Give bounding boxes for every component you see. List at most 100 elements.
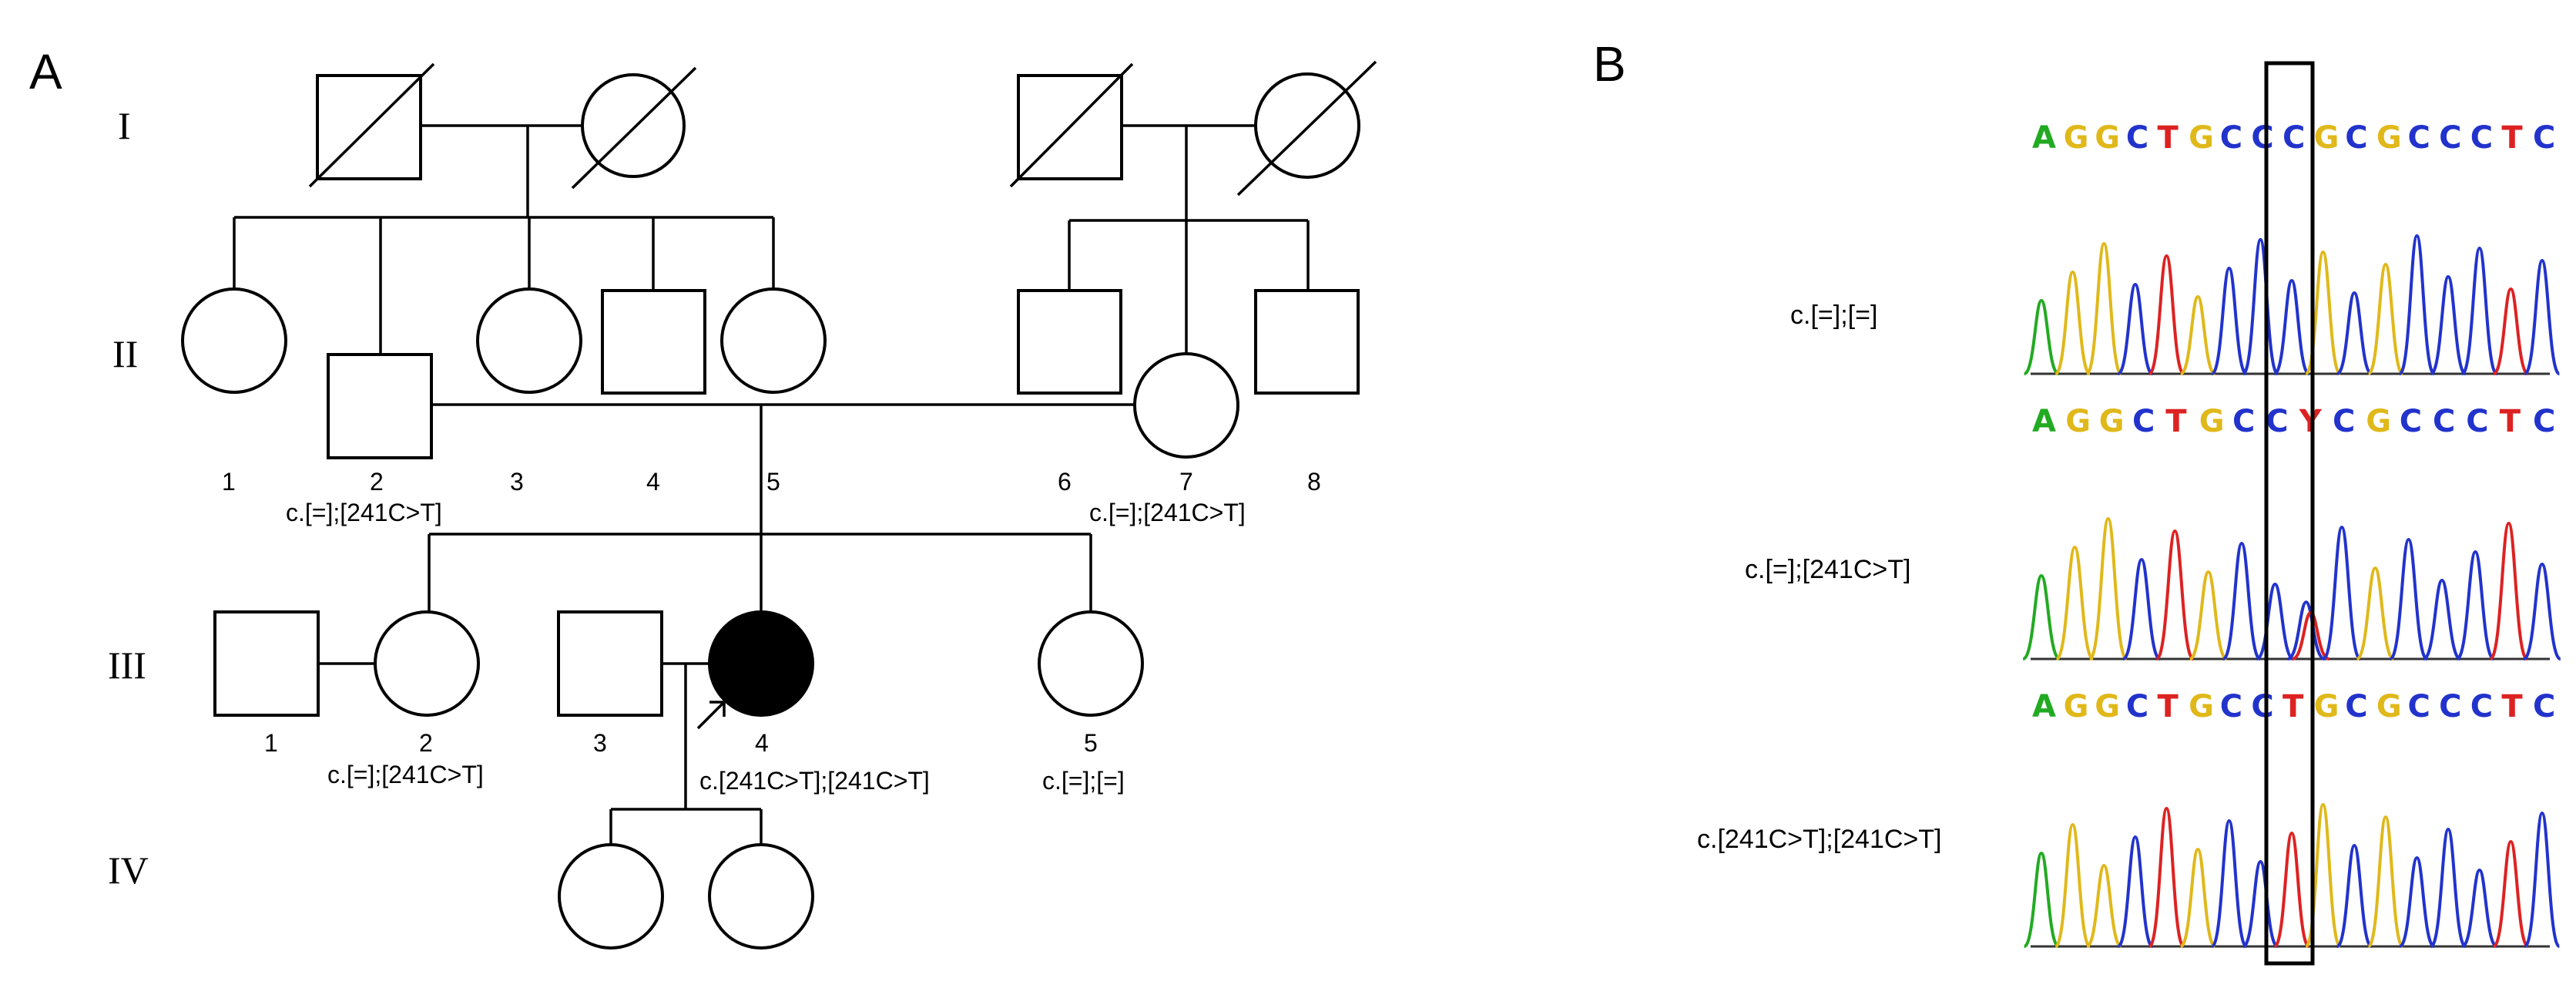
chromatogram-peak <box>2272 278 2311 375</box>
female-ii5 <box>720 287 827 394</box>
base-call-letter: C <box>2345 120 2367 156</box>
chromatogram-peak <box>2398 234 2436 375</box>
male-iii3 <box>557 610 663 717</box>
male-ii2 <box>327 353 433 459</box>
chromatogram-peak <box>2148 254 2185 375</box>
genotype-heterozygous-label: c.[=];[241C>T] <box>1745 555 1910 584</box>
chromatogram-traces <box>2022 234 2561 948</box>
deceased-slash <box>1236 60 1377 197</box>
male-ii8 <box>1254 289 1360 395</box>
chromatogram-peak <box>2210 818 2249 948</box>
genotype-iii5: c.[=];[=] <box>1042 767 1125 795</box>
sequencing-panel: B c.[=];[=] c.[=];[241C>T] c.[241C>T];[2… <box>1593 36 2561 966</box>
female-ii7 <box>1133 352 1239 459</box>
base-call-letter: G <box>2189 689 2214 724</box>
base-call-letter: C <box>2533 689 2555 724</box>
genotype-homozygous-label: c.[241C>T];[241C>T] <box>1697 825 1942 854</box>
individual-number: 6 <box>1058 468 1072 496</box>
panel-a-letter: A <box>29 44 62 99</box>
base-call-letter: G <box>2314 120 2340 156</box>
base-call-letter: C <box>2220 120 2242 156</box>
base-call-letter: G <box>2376 120 2402 156</box>
individual-number: 5 <box>766 468 780 496</box>
individual-number: 2 <box>419 729 433 757</box>
base-call-letter: G <box>2376 689 2402 724</box>
chromatogram-peak <box>2155 529 2195 660</box>
chromatogram-peak <box>2492 287 2529 375</box>
base-call-letter: C <box>2126 120 2148 156</box>
chromatogram-peak <box>2242 859 2279 948</box>
chromatogram-peak <box>2356 566 2395 660</box>
base-call-letter: C <box>2408 120 2430 156</box>
base-call-letter: G <box>2314 689 2340 724</box>
chromatogram-peak <box>2366 815 2405 948</box>
female-ii1 <box>181 287 287 394</box>
chromatogram-peak <box>2388 537 2429 660</box>
genotype-iii4: c.[241C>T];[241C>T] <box>699 767 930 795</box>
chromatogram-peak <box>2054 270 2091 375</box>
base-call-letter: C <box>2470 120 2493 156</box>
base-call-letter: C <box>2439 120 2461 156</box>
male-iii1 <box>213 610 320 717</box>
base-call-letter: G <box>2099 404 2125 439</box>
individual-number: 1 <box>222 468 236 496</box>
base-call-letter: C <box>2533 120 2555 156</box>
female-iv1 <box>558 843 664 950</box>
chromatogram-peak <box>2399 855 2435 948</box>
base-call-letter: G <box>2064 689 2089 724</box>
chromatogram-peak <box>2022 573 2061 660</box>
base-call-letter: C <box>2283 120 2305 156</box>
base-call-letter: C <box>2232 404 2255 439</box>
base-call-letter: G <box>2065 404 2091 439</box>
individual-number: 3 <box>510 468 524 496</box>
base-call-letter: G <box>2189 120 2214 156</box>
chromatogram-peak <box>2430 274 2467 375</box>
pedigree-panel: A I II III IV <box>29 44 1377 950</box>
chromatogram-peak <box>2023 298 2060 375</box>
chromatogram-peak <box>2210 266 2249 375</box>
chromatogram-peak <box>2189 570 2228 660</box>
base-call-letter: C <box>2466 404 2488 439</box>
chromatogram-peak <box>2085 241 2123 375</box>
individual-number: 2 <box>370 468 384 496</box>
male-ii4 <box>601 289 706 395</box>
base-call-letter: C <box>2439 689 2461 724</box>
base-call-letter: G <box>2095 120 2120 156</box>
panel-b-letter: B <box>1593 36 1626 92</box>
base-call-letter: T <box>2501 689 2523 724</box>
base-call-letter: G <box>2095 689 2120 724</box>
female-ii3 <box>476 287 582 394</box>
individual-number: 7 <box>1179 468 1193 496</box>
generation-label-ii: II <box>112 332 138 375</box>
chromatogram-peak <box>2335 843 2373 948</box>
base-call-letter: A <box>2032 404 2056 439</box>
individual-number: 4 <box>755 729 769 757</box>
base-call-letter: T <box>2501 120 2523 156</box>
female-iii5 <box>1038 610 1144 717</box>
chromatogram-peak <box>2423 578 2461 660</box>
chromatogram-peak <box>2272 831 2311 948</box>
base-call-letter: T <box>2165 404 2187 439</box>
base-call-letter: T <box>2283 689 2304 724</box>
base-call-letter: T <box>2158 689 2179 724</box>
chromatogram-peak <box>2429 827 2467 948</box>
base-call-letter: C <box>2433 404 2455 439</box>
generation-label-iv: IV <box>108 849 149 892</box>
genotype-ii7: c.[=];[241C>T] <box>1089 499 1246 526</box>
chromatogram-peak <box>2523 562 2561 660</box>
base-call-letter: T <box>2500 404 2521 439</box>
chromatogram-peak <box>2242 237 2279 375</box>
genotype-wildtype-label: c.[=];[=] <box>1790 301 1877 330</box>
base-call-letter: T <box>2158 120 2179 156</box>
individual-number: 1 <box>264 729 278 757</box>
base-call-letter: A <box>2032 120 2056 156</box>
individual-number: 8 <box>1307 468 1321 496</box>
chromatogram-peak <box>2116 835 2155 948</box>
affected-female-iii4 <box>708 610 814 717</box>
chromatogram-peak <box>2179 847 2216 948</box>
genotype-iii2: c.[=];[241C>T] <box>327 761 484 788</box>
pedigree-lines <box>233 124 1310 845</box>
base-call-letter: G <box>2366 404 2391 439</box>
base-call-letter: G <box>2064 120 2089 156</box>
